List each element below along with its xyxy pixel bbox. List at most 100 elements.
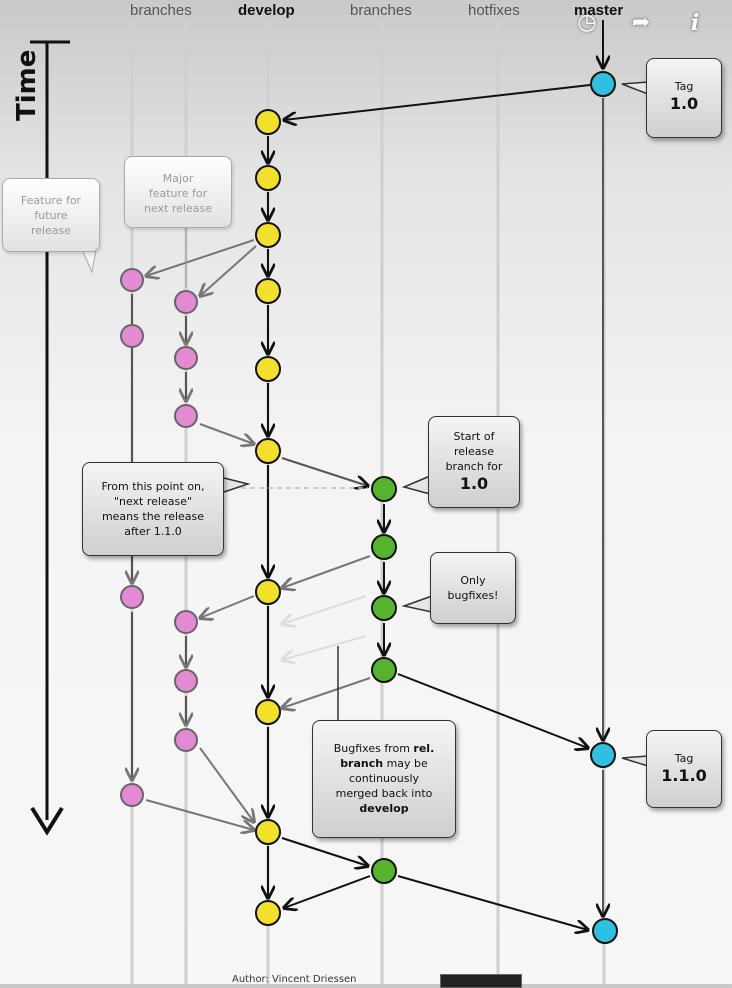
merge-release-to-develop <box>282 555 371 588</box>
develop-commit[interactable] <box>255 278 281 304</box>
develop-commit[interactable] <box>255 699 281 725</box>
header-release-branches: branches <box>350 2 412 19</box>
feature-commit[interactable] <box>174 610 198 634</box>
master-commit[interactable] <box>592 918 618 944</box>
develop-commit[interactable] <box>255 165 281 191</box>
license-badge <box>440 974 522 988</box>
time-axis-arrowhead <box>30 806 64 836</box>
develop-commit[interactable] <box>255 900 281 926</box>
callout-major-feature-l3: next release <box>144 202 212 215</box>
callout-major-feature: Major feature for next release <box>124 156 232 228</box>
callout-release-start-l3: branch for <box>445 460 503 473</box>
callout-tag-1-0-line2: 1.0 <box>669 94 699 113</box>
callout-release-start-l1: Start of <box>453 430 495 443</box>
merge-release-to-develop-faint <box>282 595 367 624</box>
callout-major-feature-l2: feature for <box>148 187 208 200</box>
callout-bugfixes-merged-l1b: rel. <box>413 742 435 755</box>
develop-commit[interactable] <box>255 438 281 464</box>
pointer-tag-1-0 <box>621 81 649 95</box>
header-develop: develop <box>238 2 295 19</box>
feature-commit[interactable] <box>174 669 198 693</box>
release-commit[interactable] <box>371 858 397 884</box>
feature-commit[interactable] <box>174 346 198 370</box>
release-commit[interactable] <box>371 534 397 560</box>
feature-commit[interactable] <box>174 290 198 314</box>
develop-commits <box>255 109 281 926</box>
branch-develop-to-release <box>281 457 368 486</box>
callout-only-bugfixes: Only bugfixes! <box>430 552 516 624</box>
callout-only-bugfixes-l1: Only <box>460 574 486 587</box>
merge-release-to-master <box>397 875 588 930</box>
callout-next-release-l3: means the release <box>101 510 205 523</box>
merge-feature-to-develop <box>199 747 254 822</box>
pointer-feature-future <box>81 249 97 274</box>
develop-commit[interactable] <box>255 819 281 845</box>
pointer-next-release <box>223 477 251 493</box>
callout-feature-future-l1: Feature for <box>20 194 82 207</box>
callout-bugfixes-merged-l3: continuously <box>348 772 420 785</box>
feature-commit[interactable] <box>174 404 198 428</box>
branch-develop-to-feature <box>200 245 257 296</box>
callout-next-release-l1: From this point on, <box>101 480 205 493</box>
pointer-only-bugfixes <box>401 595 433 613</box>
merge-release-to-develop <box>284 875 371 908</box>
pointer-release-start <box>401 475 431 495</box>
info-icon[interactable]: i <box>690 10 700 36</box>
merge-feature-to-develop <box>199 423 254 444</box>
release-commits <box>371 476 397 884</box>
callout-bugfixes-merged-line2: branch may be <box>313 756 455 771</box>
callout-tag-1-0-line1: Tag <box>674 80 694 93</box>
feature-commit[interactable] <box>120 783 144 807</box>
callout-pointers <box>81 81 649 767</box>
feature-commit[interactable] <box>120 585 144 609</box>
callout-bugfixes-merged-l2b: may be <box>386 757 428 770</box>
share-icon[interactable]: ➦ <box>631 10 651 35</box>
callout-next-release-l4: after 1.1.0 <box>124 525 182 538</box>
feature-commit[interactable] <box>120 268 144 292</box>
callout-release-start-l4: 1.0 <box>459 474 489 493</box>
callout-bugfixes-merged-l2: branch <box>340 757 384 770</box>
develop-commit[interactable] <box>255 356 281 382</box>
develop-commit[interactable] <box>255 579 281 605</box>
feature-commit[interactable] <box>120 324 144 348</box>
feature-commits <box>120 268 198 807</box>
merge-release-to-develop <box>282 677 371 708</box>
callout-tag-1-1-0-line2: 1.1.0 <box>661 766 707 785</box>
develop-commit[interactable] <box>255 109 281 135</box>
header-master: master <box>574 2 624 19</box>
callout-feature-future-l2: future <box>34 209 68 222</box>
master-commit-tag-1-1-0[interactable] <box>590 742 616 768</box>
callout-bugfixes-merged-l5: develop <box>359 802 409 815</box>
header-hotfixes: hotfixes <box>468 2 520 19</box>
release-lines <box>232 457 588 930</box>
branch-develop-to-feature <box>146 239 255 276</box>
clock-icon[interactable]: ◷ <box>577 10 597 35</box>
callout-tag-1-0: Tag 1.0 <box>646 58 722 138</box>
pointer-tag-1-1-0 <box>621 755 649 767</box>
master-commit-tag-1-0[interactable] <box>590 71 616 97</box>
callout-release-start-l2: release <box>453 445 495 458</box>
header-feature-branches: branches <box>130 2 192 19</box>
callout-next-release-l2: "next release" <box>113 495 193 508</box>
callout-feature-future: Feature for future release <box>2 178 100 252</box>
release-commit[interactable] <box>371 595 397 621</box>
callout-tag-1-1-0-line1: Tag <box>674 752 694 765</box>
callout-major-feature-l1: Major <box>162 172 194 185</box>
merge-feature-to-develop <box>145 799 254 830</box>
callout-release-start: Start of release branch for 1.0 <box>428 416 520 508</box>
callout-feature-future-l3: release <box>30 224 72 237</box>
feature-commit[interactable] <box>174 728 198 752</box>
callout-next-release: From this point on, "next release" means… <box>82 462 224 556</box>
callout-tag-1-1-0: Tag 1.1.0 <box>646 730 722 808</box>
callout-only-bugfixes-l2: bugfixes! <box>447 589 499 602</box>
author-credit: Author: Vincent Driessen <box>232 974 357 985</box>
release-commit[interactable] <box>371 476 397 502</box>
develop-commit[interactable] <box>255 222 281 248</box>
merge-master-to-develop <box>284 84 591 120</box>
release-commit[interactable] <box>371 657 397 683</box>
callout-bugfixes-merged: Bugfixes from rel. branch may be continu… <box>312 720 456 838</box>
callout-bugfixes-merged-l4: merged back into <box>335 787 433 800</box>
callout-bugfixes-merged-line1: Bugfixes from rel. <box>313 741 455 756</box>
merge-release-to-master <box>397 673 588 748</box>
time-axis <box>30 40 70 836</box>
